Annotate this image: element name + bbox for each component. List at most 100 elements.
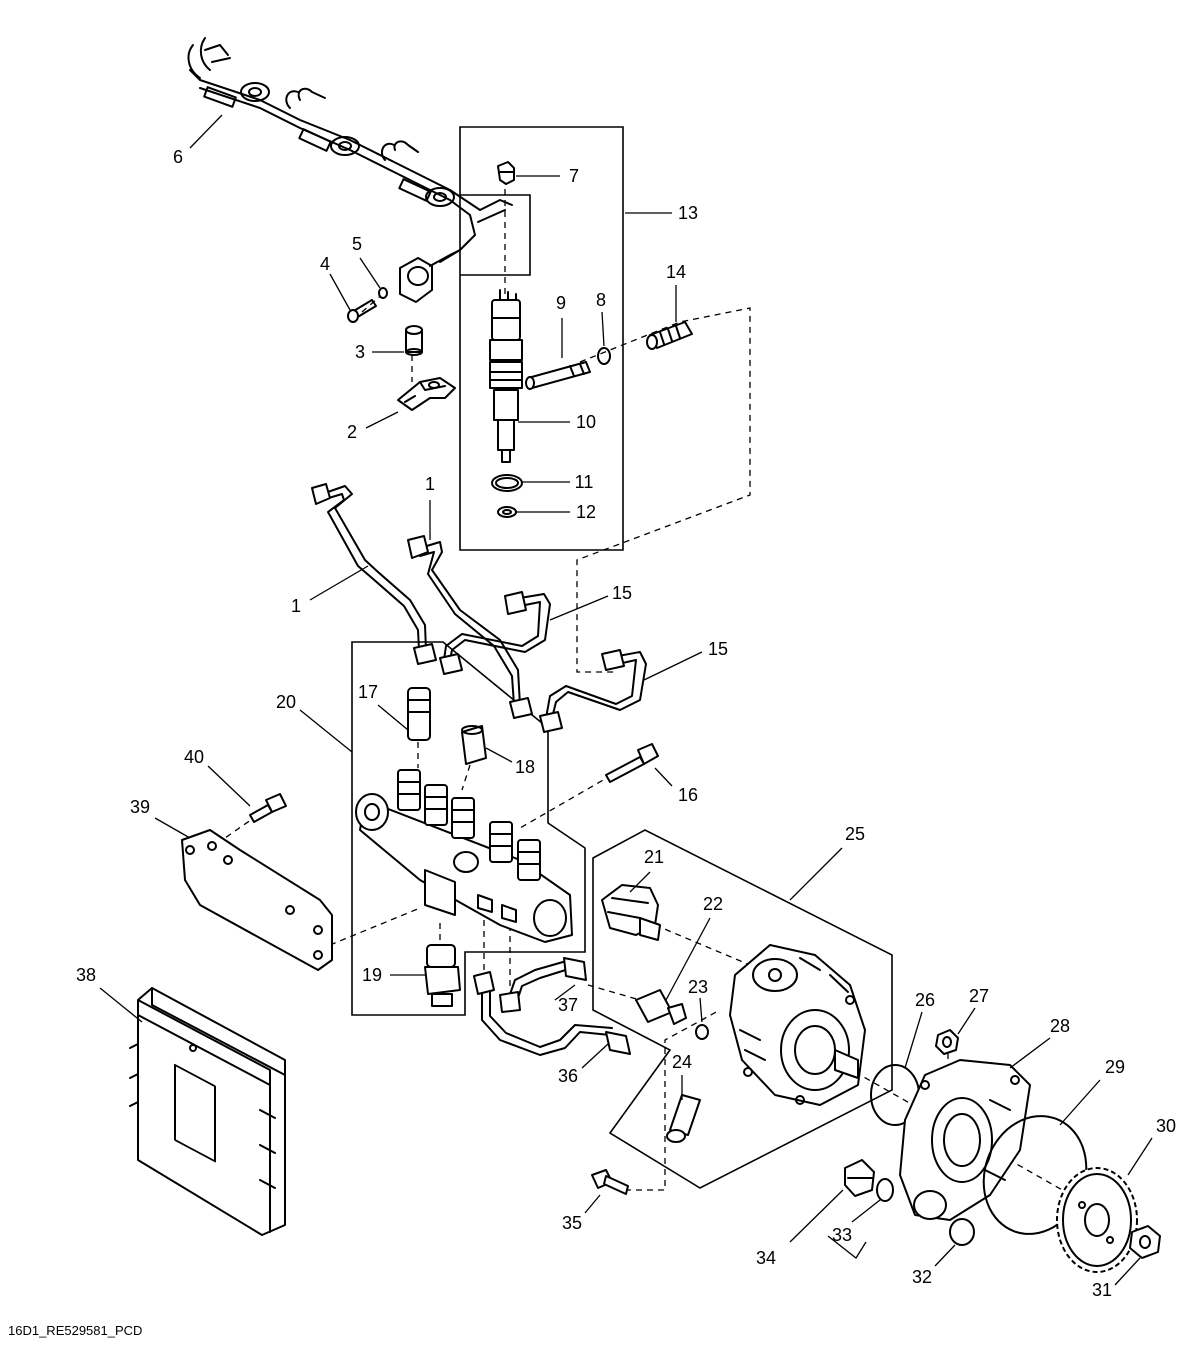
callout-24: 24 (672, 1052, 692, 1072)
callout-35: 35 (562, 1213, 582, 1233)
callout-20: 20 (276, 692, 296, 712)
callout-30: 30 (1156, 1116, 1176, 1136)
callout-6: 6 (173, 147, 183, 167)
washer-5 (378, 287, 388, 299)
callout-14: 14 (666, 262, 686, 282)
nut-31 (1129, 1225, 1161, 1259)
rail-fitting-5 (517, 839, 541, 881)
callout-33: 33 (832, 1225, 852, 1245)
fuel-injector-10 (489, 289, 523, 463)
callout-25: 25 (845, 824, 865, 844)
cap-screw-40 (249, 793, 287, 823)
callout-23: 23 (688, 977, 708, 997)
o-ring-33 (876, 1178, 894, 1202)
rail-fitting-4 (489, 821, 513, 863)
callout-29: 29 (1105, 1057, 1125, 1077)
callout-32: 32 (912, 1267, 932, 1287)
callout-3: 3 (355, 342, 365, 362)
callout-7: 7 (569, 166, 579, 186)
callout-27: 27 (969, 986, 989, 1006)
rail-fitting-2 (424, 784, 448, 826)
clip-7 (497, 161, 515, 185)
callout-34: 34 (756, 1248, 776, 1268)
callout-19: 19 (362, 965, 382, 985)
callout-37: 37 (558, 995, 578, 1015)
dash-pump-shaft (854, 1071, 1116, 1221)
o-ring-32 (949, 1218, 975, 1246)
callout-1b: 1 (425, 474, 435, 494)
fuel-line-1a (311, 483, 437, 665)
callout-10: 10 (576, 412, 596, 432)
dash-injector-to-14 (576, 307, 751, 673)
dash-16-rail (519, 774, 613, 829)
callout-26: 26 (915, 990, 935, 1010)
callout-18: 18 (515, 757, 535, 777)
fuel-line-1b (407, 535, 533, 719)
callout-39: 39 (130, 797, 150, 817)
callout-17: 17 (358, 682, 378, 702)
callout-9: 9 (556, 293, 566, 313)
group-box-25 (592, 829, 893, 1189)
callout-31: 31 (1092, 1280, 1112, 1300)
callout-36: 36 (558, 1066, 578, 1086)
callout-1a: 1 (291, 596, 301, 616)
pressure-sensor-19 (424, 944, 461, 1007)
sensor-22 (635, 989, 687, 1025)
fitting-24 (666, 1094, 701, 1143)
callout-13: 13 (678, 203, 698, 223)
callout-labels: 6 7 13 5 4 9 8 14 3 2 10 11 12 1 1 15 15… (76, 147, 1176, 1300)
callout-21: 21 (644, 847, 664, 867)
callout-11: 11 (575, 472, 594, 492)
flow-limiter-17 (407, 687, 431, 741)
callout-5: 5 (352, 234, 362, 254)
callout-12: 12 (576, 502, 596, 522)
pressure-regulator-21 (601, 884, 661, 941)
fuel-pump-25 (729, 944, 866, 1106)
cap-screw-35 (591, 1169, 629, 1195)
callout-15b: 15 (708, 639, 728, 659)
callout-4: 4 (320, 254, 330, 274)
callout-38: 38 (76, 965, 96, 985)
dash-40-bracket (224, 814, 259, 839)
callout-8: 8 (596, 290, 606, 310)
rail-fitting-3 (451, 797, 475, 839)
fuel-rail-20 (355, 769, 573, 943)
fuel-line-37 (499, 957, 587, 1013)
callout-16: 16 (678, 785, 698, 805)
callout-2: 2 (347, 422, 357, 442)
o-ring-23 (695, 1024, 709, 1040)
callout-28: 28 (1050, 1016, 1070, 1036)
pump-housing-28 (899, 1059, 1031, 1221)
callout-22: 22 (703, 894, 723, 914)
callout-15a: 15 (612, 583, 632, 603)
bracket-39 (181, 829, 333, 971)
rail-fitting-1 (397, 769, 421, 811)
injector-clamp-2 (397, 377, 456, 411)
dash-35-pump (625, 1009, 721, 1191)
washer-12 (497, 506, 517, 518)
nut-27 (935, 1029, 959, 1055)
drawing-code: 16D1_RE529581_PCD (8, 1323, 142, 1338)
fitting-14 (646, 321, 693, 350)
dash-bracket-rail (329, 907, 421, 946)
seal-ring-11 (491, 474, 523, 492)
fuel-line-15a (439, 591, 551, 675)
cap-screw-16 (605, 743, 659, 783)
connector-tube-9 (525, 361, 591, 390)
wiring-harness-6 (187, 37, 513, 303)
dash-18-rail (461, 764, 471, 791)
fuel-line-15b (539, 649, 647, 733)
callout-40: 40 (184, 747, 204, 767)
group-box-13 (459, 126, 624, 551)
ecu-38 (129, 987, 286, 1236)
cap-screw-3 (405, 325, 423, 356)
cap-screw-4 (347, 299, 377, 323)
fuel-line-36 (473, 971, 631, 1056)
plug-18 (461, 725, 487, 765)
o-ring-8 (597, 347, 611, 365)
plug-34 (844, 1159, 875, 1197)
drive-gear-30 (1056, 1167, 1138, 1273)
dash-37-pump (587, 984, 641, 1001)
leader-lines (99, 114, 1153, 1286)
